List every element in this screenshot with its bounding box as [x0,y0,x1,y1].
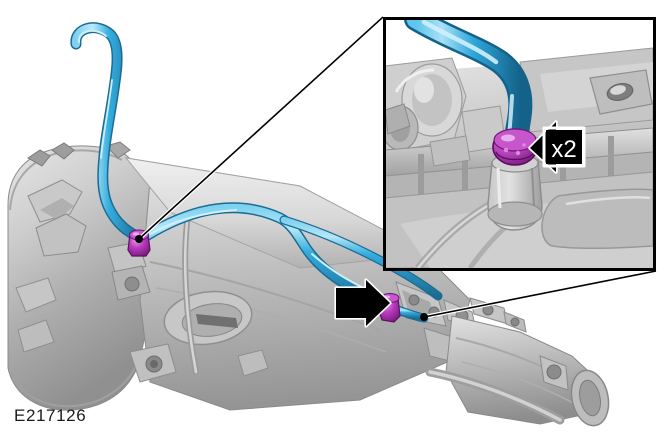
quantity-callout: x2 [528,120,586,174]
pointer-arrow-right [334,278,392,328]
inset-content: x2 [385,19,653,268]
inset-border [383,17,656,271]
quantity-callout-label: x2 [551,136,576,163]
figure-id-label: E217126 [14,406,87,425]
hose-fitting-detail [492,128,538,166]
leader-line-lower [420,269,657,321]
extension-housing [425,297,610,427]
leader-line-upper [135,15,385,243]
